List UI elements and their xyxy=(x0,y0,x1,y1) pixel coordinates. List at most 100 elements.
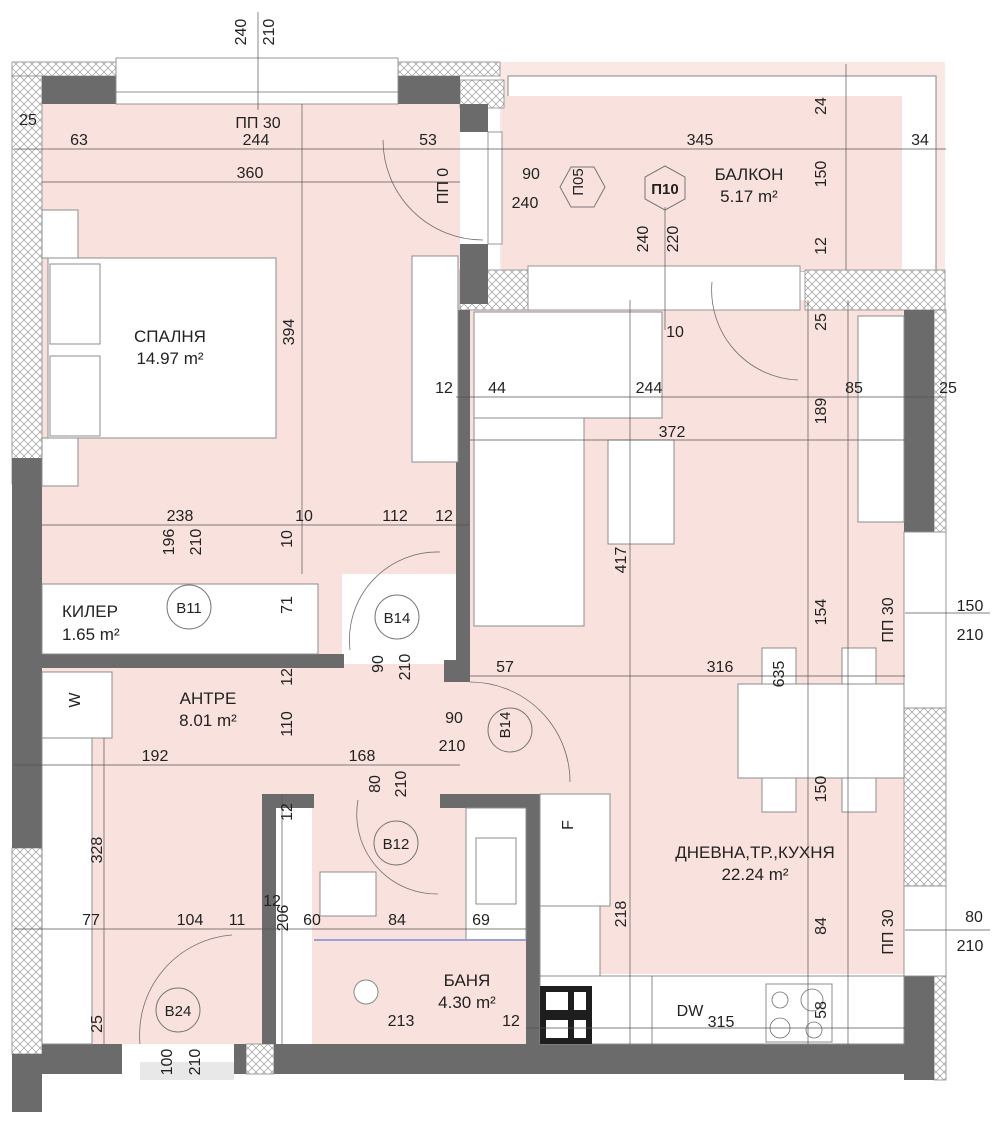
svg-text:57: 57 xyxy=(496,659,514,676)
svg-text:5.17 m²: 5.17 m² xyxy=(720,187,778,206)
svg-text:372: 372 xyxy=(659,424,686,441)
svg-text:244: 244 xyxy=(636,380,663,397)
svg-text:БАНЯ: БАНЯ xyxy=(444,971,491,990)
svg-text:34: 34 xyxy=(911,132,929,149)
washer-label: W xyxy=(67,692,84,708)
svg-text:12: 12 xyxy=(263,893,281,910)
svg-text:90: 90 xyxy=(370,655,387,673)
fridge-unit xyxy=(539,793,611,907)
svg-text:104: 104 xyxy=(177,912,204,929)
svg-text:85: 85 xyxy=(845,380,863,397)
sofa-seat xyxy=(473,417,585,627)
svg-text:210: 210 xyxy=(439,738,466,755)
svg-text:240: 240 xyxy=(635,226,652,253)
living-window-1 xyxy=(903,531,947,709)
svg-text:1.65 m²: 1.65 m² xyxy=(62,625,120,644)
svg-text:210: 210 xyxy=(187,1049,204,1076)
svg-text:328: 328 xyxy=(89,837,106,864)
window-label-bedroom-side: ПП 0 xyxy=(435,168,452,204)
svg-text:154: 154 xyxy=(813,599,830,626)
bedroom-wardrobe xyxy=(411,255,459,463)
door-tag-b14-living: B14 xyxy=(487,707,533,753)
svg-text:ДНЕВНА,ТР.,КУХНЯ: ДНЕВНА,ТР.,КУХНЯ xyxy=(675,843,835,862)
svg-text:П05: П05 xyxy=(570,168,587,195)
svg-text:206: 206 xyxy=(275,905,292,932)
door-tag-b24: B24 xyxy=(155,987,201,1033)
svg-text:210: 210 xyxy=(393,771,410,798)
svg-text:240: 240 xyxy=(512,195,539,212)
svg-text:КИЛЕР: КИЛЕР xyxy=(62,602,118,621)
svg-text:B14: B14 xyxy=(384,610,411,627)
svg-text:53: 53 xyxy=(419,132,437,149)
svg-text:218: 218 xyxy=(613,901,630,928)
svg-text:394: 394 xyxy=(281,319,298,346)
svg-text:12: 12 xyxy=(435,380,453,397)
svg-text:B24: B24 xyxy=(165,1003,192,1020)
svg-text:8.01 m²: 8.01 m² xyxy=(179,711,237,730)
dimension-texts: 240 210 25 63 244 53 360 345 34 24 150 1… xyxy=(19,19,983,1076)
svg-text:АНТРЕ: АНТРЕ xyxy=(180,689,237,708)
svg-text:210: 210 xyxy=(261,19,278,46)
svg-text:60: 60 xyxy=(303,912,321,929)
svg-text:150: 150 xyxy=(957,598,984,615)
svg-text:10: 10 xyxy=(666,324,684,341)
room-label-balcony: БАЛКОН 5.17 m² xyxy=(715,165,784,206)
svg-text:168: 168 xyxy=(349,748,376,765)
svg-text:25: 25 xyxy=(19,112,37,129)
door-tag-p05: П05 xyxy=(559,166,606,208)
room-label-bathroom: БАНЯ 4.30 m² xyxy=(438,971,496,1012)
svg-text:77: 77 xyxy=(82,912,100,929)
svg-text:14.97 m²: 14.97 m² xyxy=(136,349,203,368)
svg-text:БАЛКОН: БАЛКОН xyxy=(715,165,784,184)
svg-text:100: 100 xyxy=(159,1049,176,1076)
svg-text:B12: B12 xyxy=(383,836,410,853)
fridge-label: F xyxy=(560,820,577,830)
svg-text:25: 25 xyxy=(89,1015,106,1033)
living-window-2 xyxy=(903,885,947,977)
svg-text:12: 12 xyxy=(502,1013,520,1030)
svg-text:150: 150 xyxy=(813,776,830,803)
svg-text:238: 238 xyxy=(167,508,194,525)
svg-text:4.30 m²: 4.30 m² xyxy=(438,993,496,1012)
svg-text:63: 63 xyxy=(70,132,88,149)
svg-text:12: 12 xyxy=(279,668,296,686)
svg-text:80: 80 xyxy=(367,775,384,793)
svg-text:10: 10 xyxy=(295,508,313,525)
svg-text:417: 417 xyxy=(613,547,630,574)
svg-text:635: 635 xyxy=(771,661,788,688)
svg-text:П10: П10 xyxy=(651,181,678,198)
svg-text:11: 11 xyxy=(229,912,246,929)
door-tag-p10: П10 xyxy=(644,165,686,211)
shower-head xyxy=(353,979,379,1005)
svg-text:12: 12 xyxy=(279,803,296,821)
door-swings xyxy=(139,139,799,1045)
nightstand-top xyxy=(41,209,79,259)
room-label-storage: КИЛЕР 1.65 m² xyxy=(62,602,120,644)
svg-text:90: 90 xyxy=(522,166,540,183)
svg-text:189: 189 xyxy=(813,398,830,425)
svg-text:110: 110 xyxy=(279,711,296,737)
svg-text:210: 210 xyxy=(397,654,414,681)
svg-text:240: 240 xyxy=(233,19,250,46)
svg-text:150: 150 xyxy=(813,161,830,188)
svg-text:192: 192 xyxy=(142,748,169,765)
window-label-living-2: ПП 30 xyxy=(880,909,897,954)
svg-text:213: 213 xyxy=(388,1013,415,1030)
bedroom-window xyxy=(115,57,399,105)
svg-text:СПАЛНЯ: СПАЛНЯ xyxy=(134,327,206,346)
svg-text:71: 71 xyxy=(279,596,296,614)
svg-text:B14: B14 xyxy=(497,712,514,739)
svg-text:44: 44 xyxy=(488,380,506,397)
toilet xyxy=(319,871,377,917)
svg-text:12: 12 xyxy=(813,237,830,255)
svg-text:210: 210 xyxy=(957,938,984,955)
svg-text:22.24 m²: 22.24 m² xyxy=(721,865,788,884)
svg-text:80: 80 xyxy=(965,909,983,926)
svg-text:360: 360 xyxy=(237,165,264,182)
svg-text:244: 244 xyxy=(243,132,270,149)
room-label-bedroom: СПАЛНЯ 14.97 m² xyxy=(134,327,206,368)
bedroom-balcony-door xyxy=(487,131,503,245)
windows xyxy=(115,57,947,1080)
hall-wardrobe xyxy=(41,737,93,1045)
